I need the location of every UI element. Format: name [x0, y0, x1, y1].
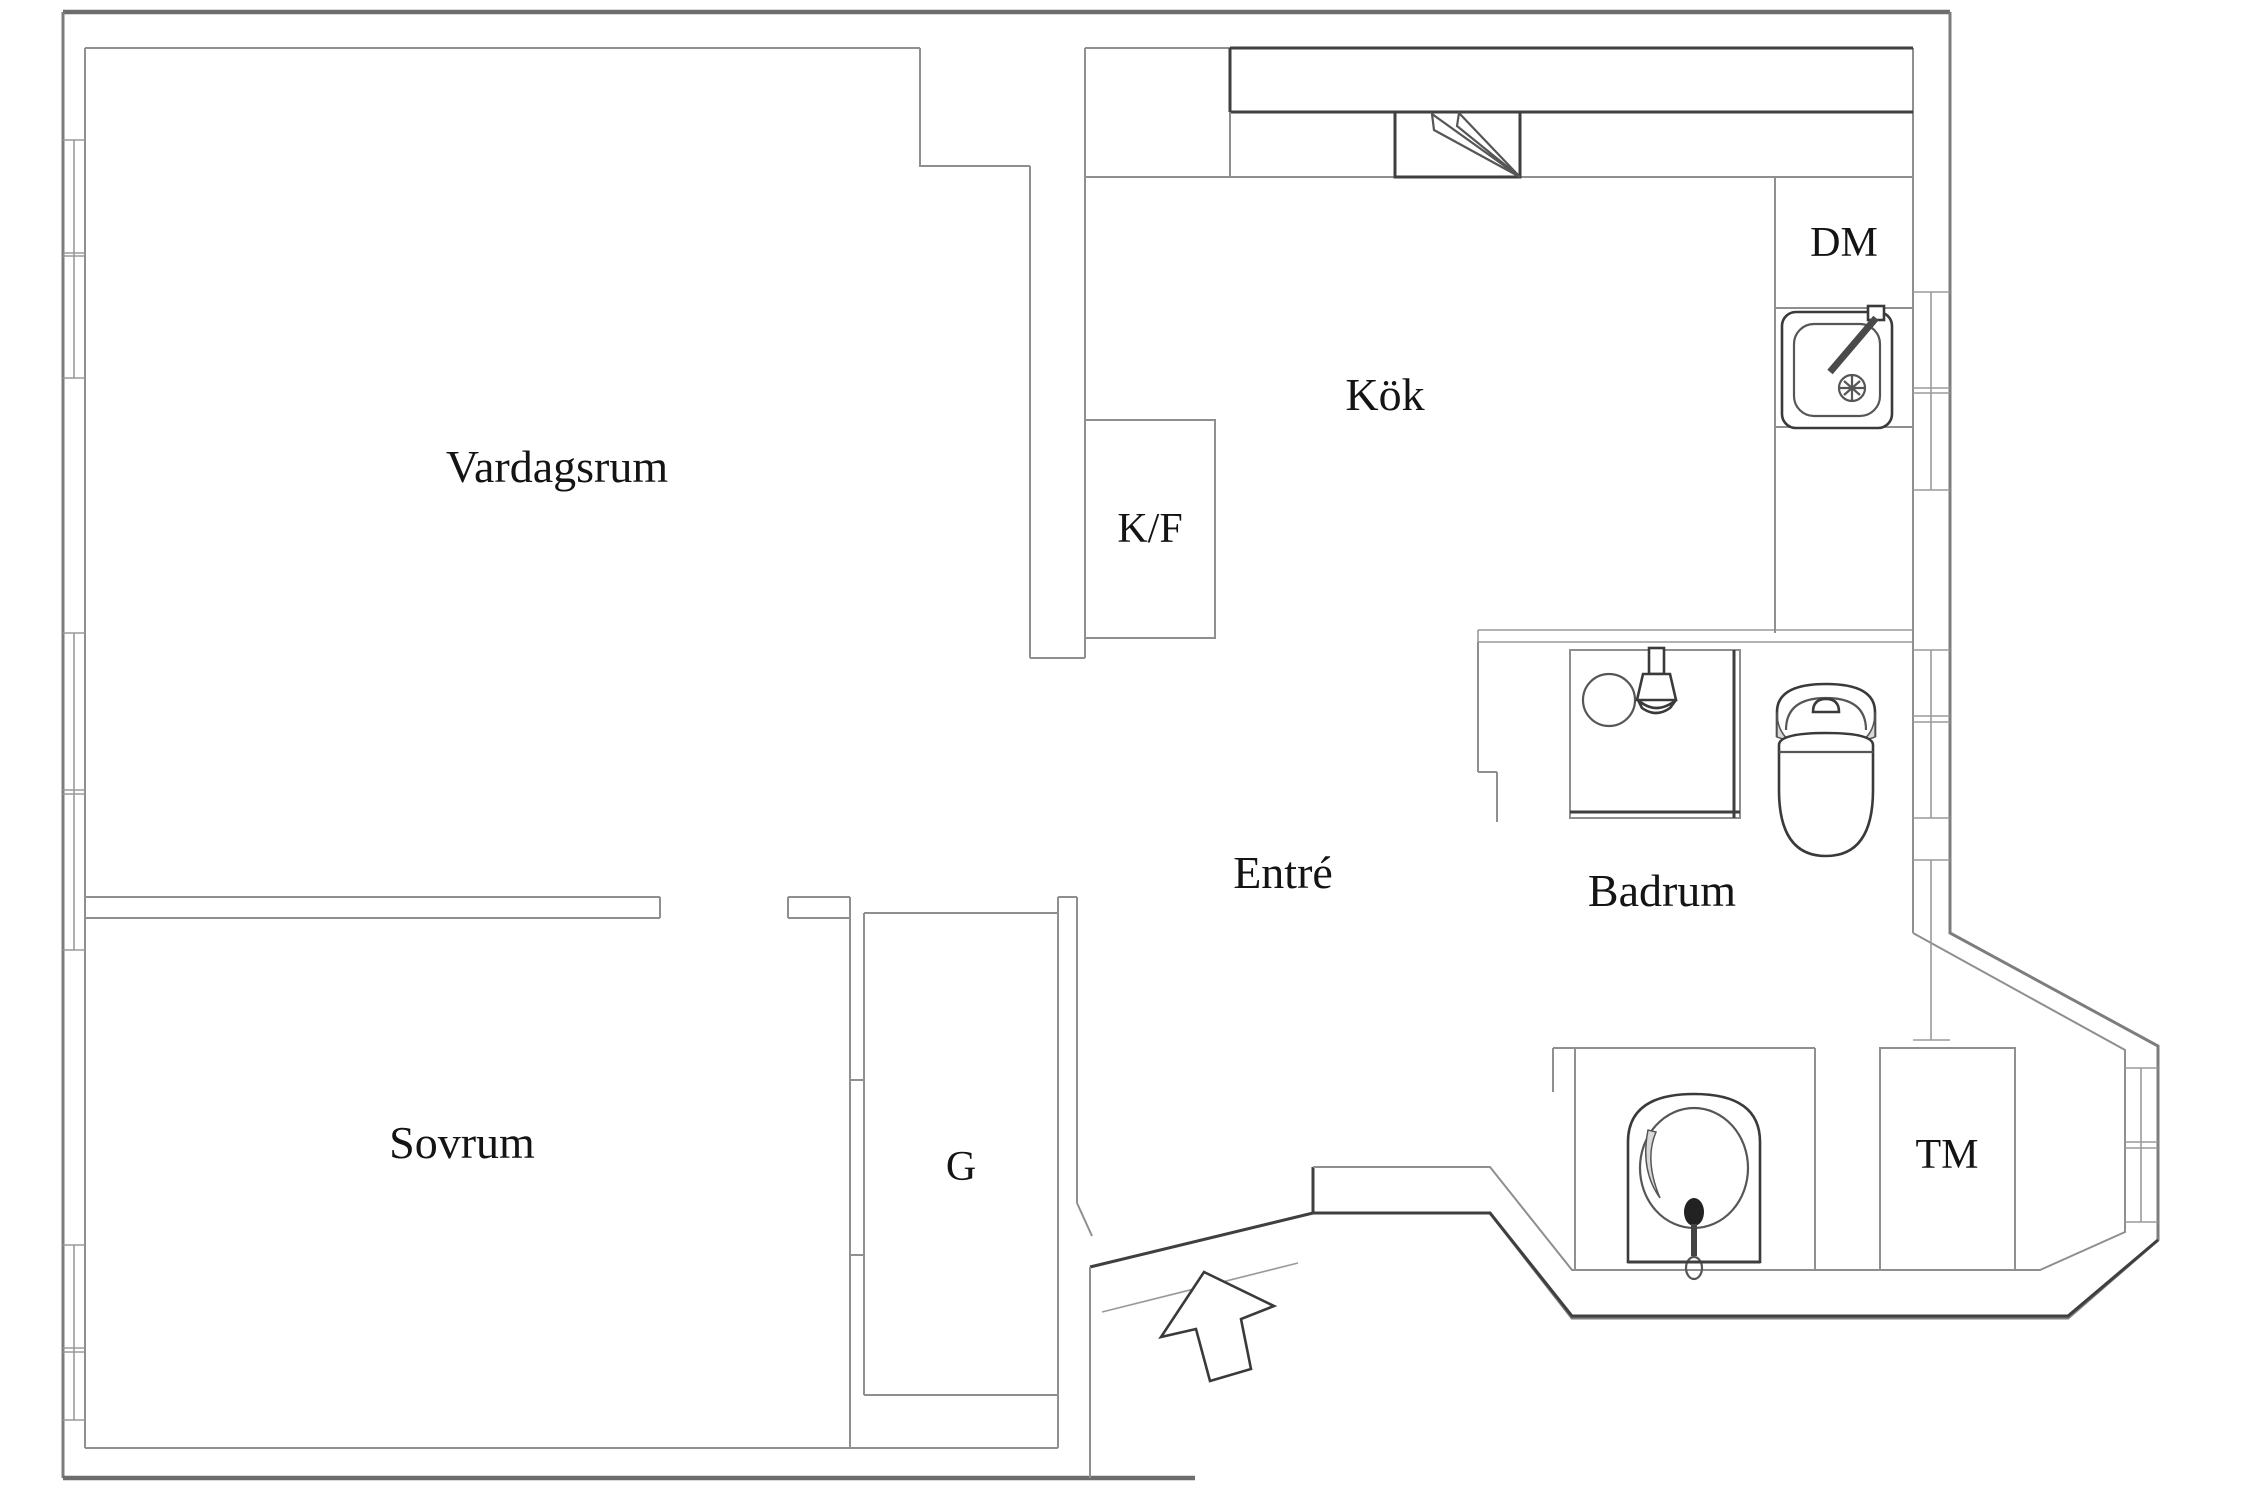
fridge-freezer-box	[1084, 419, 1216, 639]
washing-machine-box	[1879, 1047, 2016, 1271]
windows-left-wall	[63, 139, 85, 1421]
label-fridge-freezer: K/F	[1117, 506, 1182, 552]
label-wardrobe: G	[946, 1144, 976, 1190]
windows-right-wall	[1913, 291, 1950, 1041]
label-kitchen: Kök	[1345, 369, 1424, 420]
washbasin-icon	[1574, 1047, 1816, 1281]
shower-icon	[1569, 646, 1741, 819]
label-bathroom: Badrum	[1588, 865, 1736, 916]
room-labels: Vardagsrum Kök Sovrum Badrum Entré DM K/…	[389, 220, 1978, 1190]
entrance-arrow-icon	[1158, 1270, 1278, 1383]
cabinet-fan-icon	[1393, 110, 1522, 179]
label-bedroom: Sovrum	[389, 1117, 535, 1168]
label-living-room: Vardagsrum	[446, 441, 668, 492]
kitchen-sink-icon	[1774, 304, 1913, 633]
toilet-icon	[1775, 682, 1877, 858]
dishwasher-cell	[1774, 177, 1913, 309]
wardrobe-closet	[849, 897, 1058, 1448]
label-dishwasher: DM	[1810, 220, 1878, 266]
windows-bay-wall	[2125, 1067, 2158, 1223]
label-washing-machine: TM	[1916, 1132, 1979, 1178]
label-entry: Entré	[1233, 847, 1333, 898]
